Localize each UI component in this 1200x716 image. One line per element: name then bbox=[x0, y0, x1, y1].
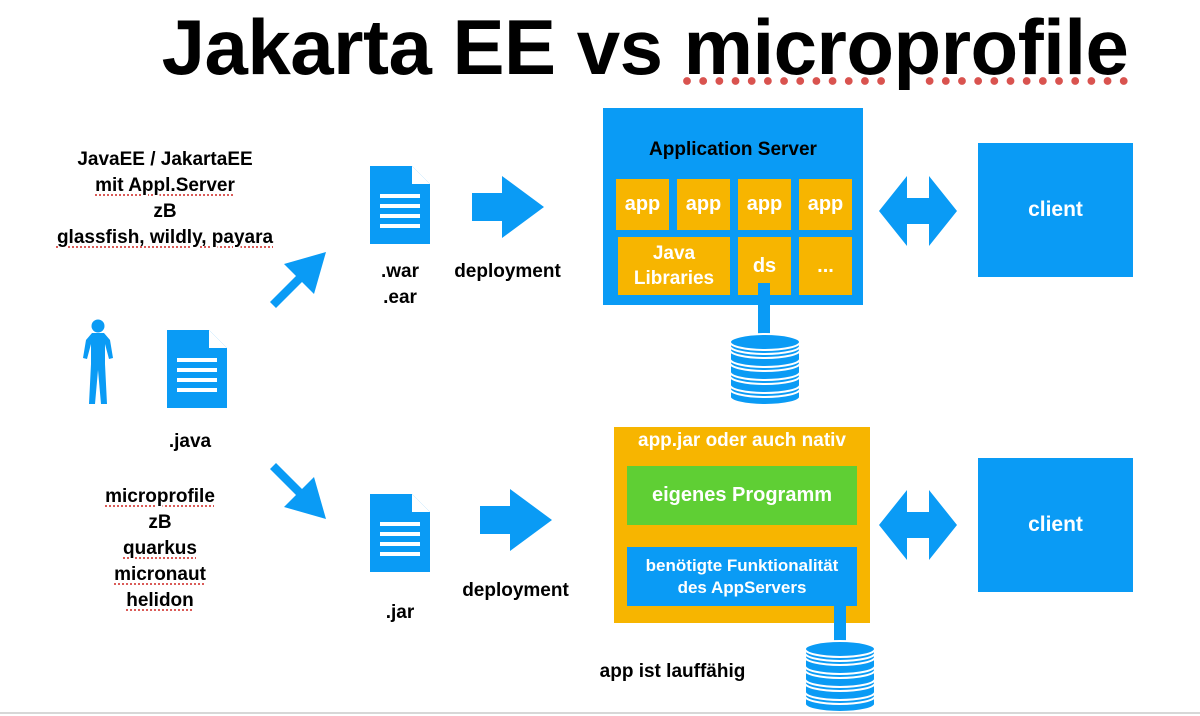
arrow-right-icon bbox=[480, 489, 552, 551]
jar-label: .jar bbox=[385, 602, 415, 623]
functionality-line-1: benötigte Funktionalität bbox=[645, 555, 839, 575]
functionality-line-2: des AppServers bbox=[677, 577, 807, 597]
database-icon bbox=[729, 333, 801, 406]
app-tile: app bbox=[738, 179, 791, 230]
jar-file-icon bbox=[370, 494, 430, 572]
native-app-title: app.jar oder auch nativ bbox=[638, 430, 846, 451]
arrow-right-icon bbox=[472, 176, 544, 238]
java-file-icon bbox=[167, 330, 227, 408]
client-box-bottom: client bbox=[978, 458, 1133, 592]
jakarta-line-2: mit Appl.Server bbox=[95, 175, 235, 196]
microprofile-line-5: helidon bbox=[126, 590, 194, 611]
microprofile-line-2: zB bbox=[148, 512, 172, 533]
jakarta-ee-label: JavaEE / JakartaEE mit Appl.Server zB gl… bbox=[40, 147, 290, 251]
war-label: .war bbox=[380, 261, 420, 282]
required-functionality-box: benötigte Funktionalität des AppServers bbox=[627, 547, 857, 606]
app-tile: app bbox=[799, 179, 852, 230]
war-file-icon bbox=[370, 166, 430, 244]
microprofile-line-1: microprofile bbox=[105, 486, 215, 507]
db-connector-bottom bbox=[834, 604, 846, 650]
application-server-title: Application Server bbox=[649, 139, 817, 160]
more-tile: ... bbox=[799, 237, 852, 295]
database-icon bbox=[804, 640, 876, 713]
war-ear-label: .war .ear bbox=[360, 259, 440, 311]
ear-label: .ear bbox=[383, 287, 417, 308]
microprofile-label: microprofile zB quarkus micronaut helido… bbox=[60, 484, 260, 614]
own-program-box: eigenes Programm bbox=[627, 466, 857, 525]
runnable-note: app ist lauffähig bbox=[599, 661, 746, 682]
deployment-top-label: deployment bbox=[454, 261, 561, 282]
jakarta-line-3: zB bbox=[153, 201, 177, 222]
deployment-bottom-label: deployment bbox=[462, 580, 569, 601]
microprofile-line-3: quarkus bbox=[123, 538, 197, 559]
arrow-up-right-icon bbox=[270, 252, 326, 308]
client-box-top: client bbox=[978, 143, 1133, 277]
double-arrow-icon bbox=[879, 490, 957, 560]
ds-tile: ds bbox=[738, 237, 791, 295]
app-tile: app bbox=[616, 179, 669, 230]
jakarta-line-4: glassfish, wildly, payara bbox=[56, 227, 274, 248]
title-prefix: Jakarta EE vs bbox=[161, 3, 684, 91]
arrow-down-right-icon bbox=[270, 463, 326, 519]
page-title: Jakarta EE vs microprofile bbox=[0, 2, 1200, 93]
db-connector-top bbox=[758, 283, 770, 339]
title-emphasis: microprofile bbox=[683, 3, 1129, 91]
bottom-divider bbox=[0, 712, 1200, 714]
java-libraries-line-1: Java bbox=[652, 243, 696, 264]
java-libraries-tile: Java Libraries bbox=[618, 237, 730, 295]
app-tile: app bbox=[677, 179, 730, 230]
person-icon bbox=[83, 319, 113, 404]
double-arrow-icon bbox=[879, 176, 957, 246]
jakarta-line-1: JavaEE / JakartaEE bbox=[77, 149, 253, 170]
java-file-label: .java bbox=[168, 431, 212, 452]
java-libraries-line-2: Libraries bbox=[633, 268, 715, 289]
microprofile-line-4: micronaut bbox=[114, 564, 206, 585]
